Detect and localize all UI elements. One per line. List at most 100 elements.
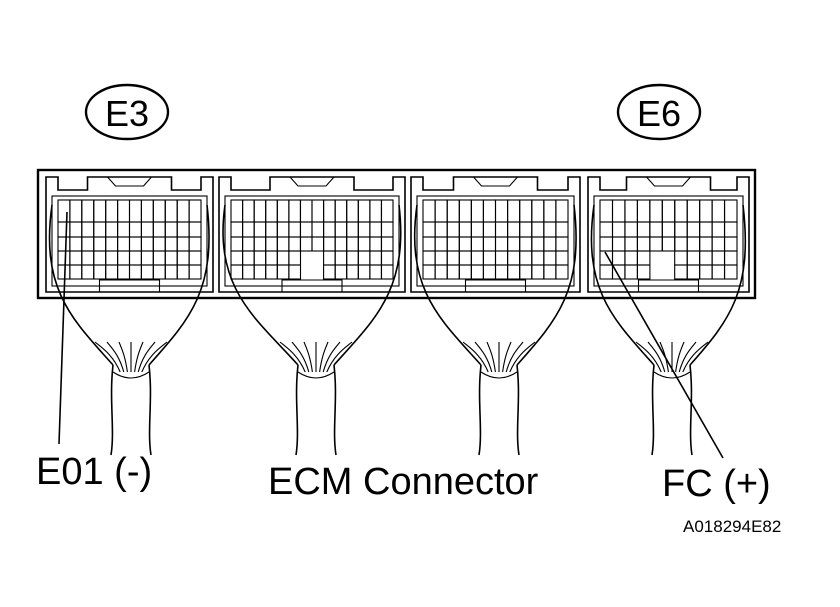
terminal-cell [93, 236, 107, 252]
terminal-cell [253, 236, 267, 252]
latch-tab [289, 176, 335, 187]
terminal-cell [624, 221, 638, 238]
terminal-cell [176, 236, 190, 252]
terminal-cell [276, 264, 290, 280]
terminal-cell [649, 236, 663, 252]
terminal-cell [470, 250, 484, 266]
block-outline [218, 176, 406, 293]
terminal-cell [176, 199, 190, 223]
connector-block-3 [410, 176, 581, 293]
terminal-cell [230, 236, 244, 252]
wire-strand [486, 341, 496, 373]
terminal-cell [57, 264, 71, 280]
terminal-cell [649, 199, 663, 223]
terminal-cell [276, 221, 290, 238]
terminal-cell [117, 236, 131, 252]
terminal-cell [176, 264, 190, 280]
terminal-cell [636, 199, 651, 223]
terminal-cell [711, 221, 726, 238]
sheath-left [48, 204, 114, 366]
terminal-cell [624, 250, 638, 266]
terminal-cell [458, 236, 472, 252]
terminal-cell [611, 221, 626, 238]
terminal-cell [152, 236, 166, 252]
terminal-cell [482, 250, 497, 266]
terminal-cell [555, 236, 569, 252]
terminal-cell [699, 199, 713, 223]
e01-pointer-line [58, 211, 68, 445]
terminal-cell [723, 250, 738, 266]
key-notch [98, 279, 161, 292]
terminal-cell [599, 221, 614, 238]
block-outline [587, 176, 750, 293]
terminal-cell [128, 199, 142, 223]
terminal-cell [188, 199, 202, 223]
terminal-cell [140, 221, 154, 238]
terminal-cell [543, 264, 557, 280]
terminal-cell [507, 221, 521, 238]
terminal-cell [446, 221, 460, 238]
terminal-cell [711, 236, 726, 252]
terminal-cell [674, 236, 688, 252]
terminal-cell [723, 199, 738, 223]
terminal-cell [105, 236, 119, 252]
terminal-cell [81, 250, 95, 266]
terminal-cell [624, 264, 638, 280]
e01-terminal-label: E01 (-) [36, 451, 152, 493]
terminal-cell [470, 199, 484, 223]
terminal-cell [288, 236, 302, 252]
terminal-cell [699, 264, 713, 280]
terminal-cell [723, 236, 738, 252]
terminal-cell [230, 199, 244, 223]
terminal-cell [434, 264, 448, 280]
wire-strand [319, 341, 329, 373]
terminal-cell [446, 250, 460, 266]
sheath-right [333, 204, 402, 366]
terminal-cell [357, 250, 371, 266]
tube-right [689, 364, 693, 456]
harness-3 [413, 204, 577, 456]
terminal-cell [346, 199, 359, 223]
terminal-cell [482, 264, 497, 280]
terminal-cell [686, 199, 701, 223]
terminal-cell [265, 264, 278, 280]
terminal-cell [458, 250, 472, 266]
terminal-cell [661, 221, 676, 238]
terminal-cell [434, 199, 448, 223]
terminal-cell [446, 264, 460, 280]
terminal-cell [93, 221, 107, 238]
wire-strand [291, 341, 310, 373]
terminal-cell [128, 221, 142, 238]
terminal-cell [152, 199, 166, 223]
terminal-cell [57, 199, 71, 223]
terminal-cell [711, 199, 726, 223]
terminal-cell [624, 236, 638, 252]
terminal-cell [242, 250, 255, 266]
terminal-cell [519, 264, 533, 280]
connector-block-4 [587, 176, 750, 293]
terminal-cell [253, 221, 267, 238]
terminal-cell [164, 221, 178, 238]
terminal-cell [334, 236, 348, 252]
sheath-right [689, 204, 747, 366]
terminal-cell [470, 236, 484, 252]
tube-band [480, 371, 518, 379]
terminal-cell [188, 221, 202, 238]
block-outline [410, 176, 581, 293]
terminal-cell [494, 250, 509, 266]
terminal-cell [519, 236, 533, 252]
terminal-cell [311, 221, 325, 238]
terminal-cell [334, 221, 348, 238]
terminal-cell [288, 250, 302, 266]
harness-2 [222, 204, 402, 456]
terminal-cell [636, 250, 651, 266]
terminal-cell [494, 236, 509, 252]
terminal-cell [711, 250, 726, 266]
terminal-cell [380, 221, 394, 238]
terminal-cell [311, 236, 325, 252]
latch-tab [646, 176, 691, 187]
terminal-cell [105, 221, 119, 238]
terminal-cell [323, 221, 336, 238]
terminal-cell [434, 250, 448, 266]
sheath-left [222, 204, 299, 366]
